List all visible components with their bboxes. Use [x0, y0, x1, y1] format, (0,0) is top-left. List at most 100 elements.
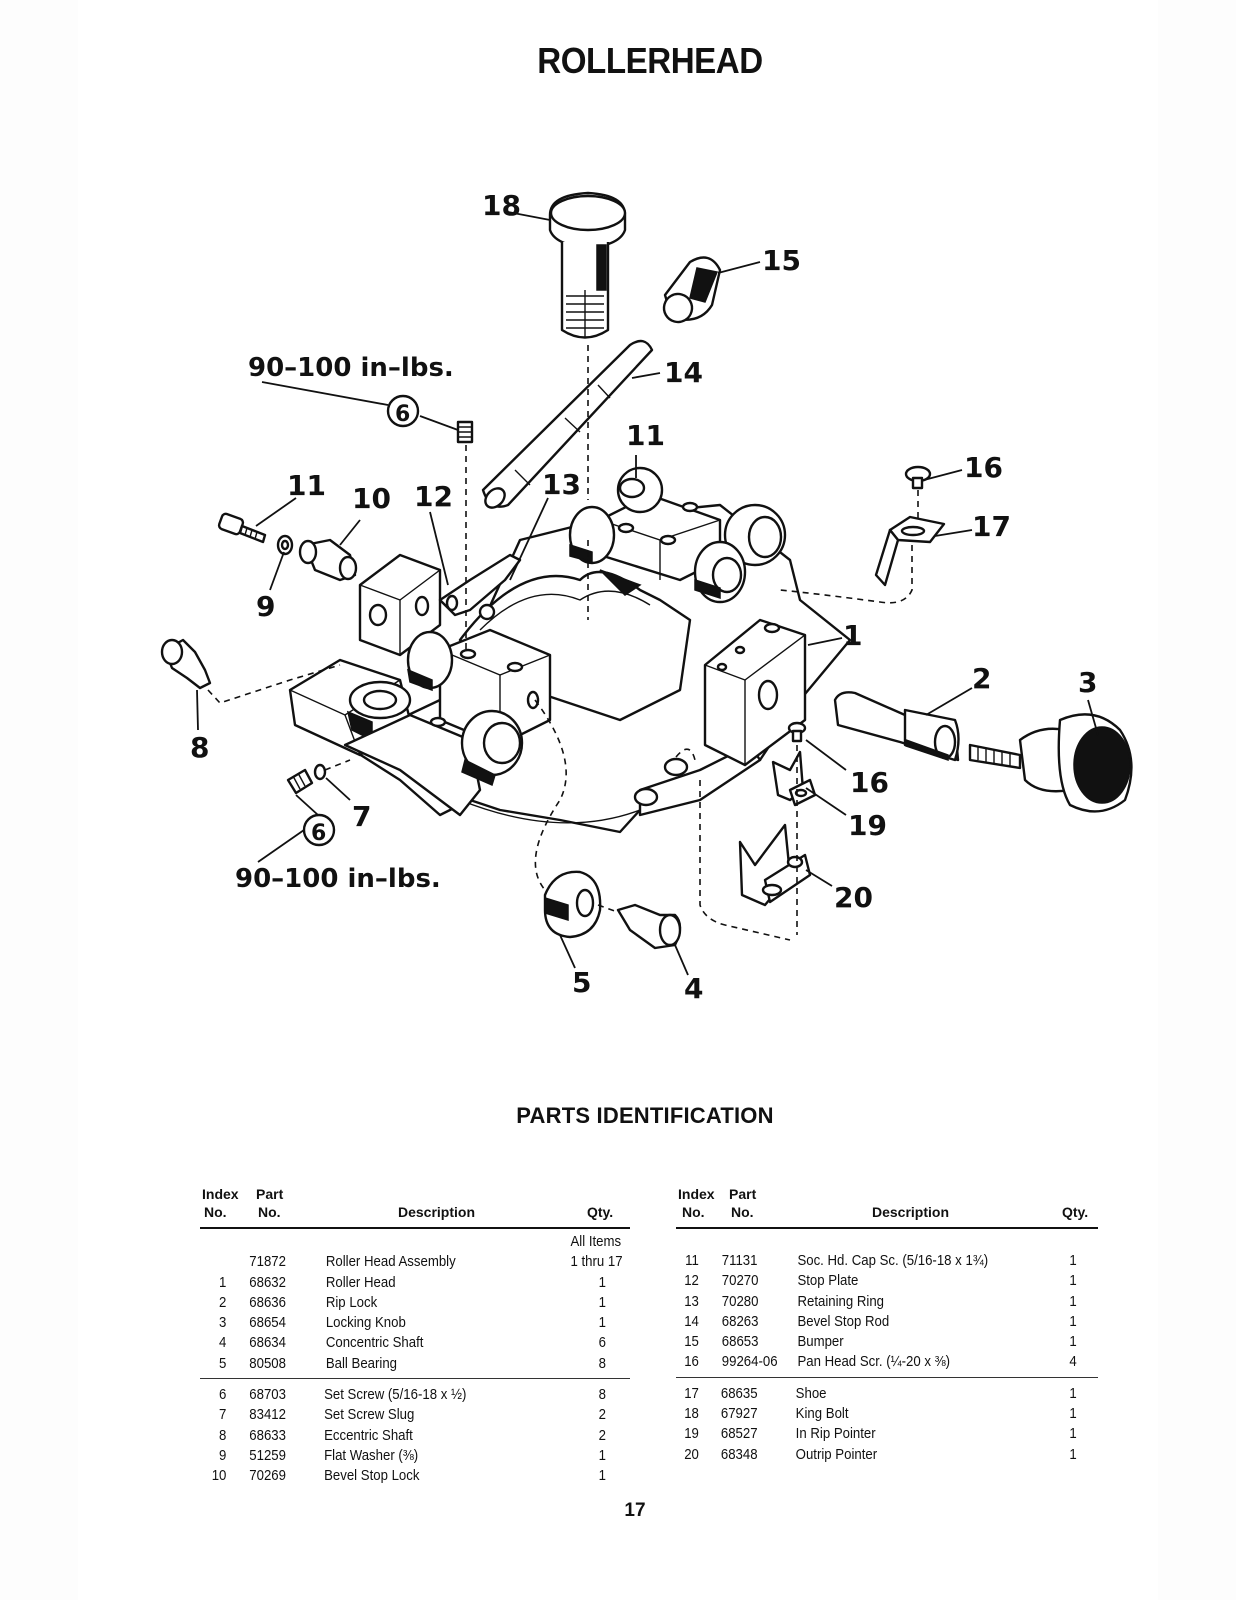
part-no: 68633 — [249, 1426, 286, 1444]
qty: 1 — [598, 1314, 606, 1332]
group-divider — [676, 1376, 1098, 1378]
part-no: 68263 — [721, 1312, 759, 1330]
qty: 1 thru 17 — [570, 1253, 623, 1271]
qty: 1 — [598, 1293, 606, 1311]
qty: 1 — [598, 1467, 606, 1485]
description: Eccentric Shaft — [324, 1426, 413, 1444]
callout-3: 3 — [1078, 666, 1097, 699]
description: Bevel Stop Lock — [324, 1467, 420, 1485]
qty: 1 — [1069, 1405, 1077, 1423]
shoe — [874, 515, 946, 587]
index-no: 1 — [219, 1273, 227, 1291]
callout-15: 15 — [762, 244, 801, 277]
callout-16-top: 16 — [964, 451, 1003, 484]
qty: 1 — [598, 1273, 606, 1291]
callout-12: 12 — [414, 480, 453, 513]
description: Locking Knob — [325, 1314, 406, 1332]
qty: 1 — [1069, 1252, 1077, 1269]
description: Soc. Hd. Cap Sc. (5/16-18 x 1¾) — [797, 1252, 989, 1269]
header-rule — [200, 1227, 630, 1229]
index-no: 16 — [684, 1353, 699, 1371]
description: Shoe — [795, 1384, 827, 1402]
table-row-assembly: 71872 Roller Head Assembly 1 thru 17 — [200, 1252, 622, 1272]
parts-table-left: Index No. Part No. Description Qty. All … — [200, 1183, 630, 1487]
callout-19: 19 — [848, 809, 887, 842]
pan-head-screw-lower — [787, 721, 807, 743]
callout-circle-6-bottom — [302, 813, 336, 847]
qty: 2 — [598, 1406, 606, 1424]
part-no: 70280 — [721, 1292, 759, 1310]
bevel-stop-lock — [298, 538, 358, 582]
description: Stop Plate — [797, 1272, 859, 1290]
description: Ball Bearing — [325, 1354, 398, 1372]
index-no: 20 — [684, 1445, 699, 1463]
index-no: 2 — [219, 1293, 227, 1311]
description: Outrip Pointer — [795, 1445, 878, 1463]
header-qty: Qty. — [587, 1204, 614, 1220]
qty: 1 — [1069, 1425, 1077, 1443]
qty: 1 — [1069, 1292, 1077, 1310]
part-no: 99264-06 — [721, 1353, 778, 1371]
description: King Bolt — [795, 1405, 849, 1423]
header-index-top: Index — [202, 1186, 239, 1202]
header-part-bottom: No. — [258, 1204, 281, 1220]
qty: 1 — [1069, 1312, 1077, 1330]
header-part-bottom: No. — [731, 1204, 754, 1220]
index-no: 14 — [684, 1312, 699, 1330]
description: Pan Head Scr. (¼-20 x ⅜) — [797, 1353, 951, 1371]
callout-18: 18 — [482, 189, 521, 222]
description: In Rip Pointer — [795, 1425, 876, 1443]
parts-identification-heading: PARTS IDENTIFICATION — [516, 1103, 774, 1128]
part-no: 68635 — [720, 1384, 758, 1402]
index-no: 8 — [219, 1426, 227, 1444]
part-no: 68634 — [249, 1334, 286, 1352]
in-rip-pointer — [771, 750, 817, 807]
header-part-top: Part — [256, 1186, 284, 1202]
callout-8: 8 — [190, 731, 209, 764]
callout-1: 1 — [843, 619, 862, 652]
socket-cap-screw-left — [217, 512, 267, 544]
index-no: 3 — [219, 1314, 227, 1332]
description: Bevel Stop Rod — [797, 1312, 890, 1330]
callout-17: 17 — [972, 510, 1011, 543]
bevel-stop-rod — [481, 339, 654, 509]
front-center-block — [406, 628, 552, 747]
page-number: 17 — [624, 1500, 646, 1521]
qty: 2 — [598, 1426, 606, 1444]
part-no: 67927 — [720, 1405, 758, 1423]
concentric-shaft — [616, 903, 682, 950]
part-no: 70269 — [249, 1467, 286, 1485]
index-no: 11 — [685, 1252, 699, 1269]
callout-11-left: 11 — [287, 469, 326, 502]
qty: 1 — [1069, 1445, 1077, 1463]
callout-circle-6-top — [386, 394, 420, 428]
index-no: 15 — [684, 1333, 699, 1351]
description: Set Screw (5/16-18 x ½) — [324, 1386, 467, 1404]
king-bolt — [548, 191, 627, 339]
index-no: 6 — [219, 1386, 227, 1404]
callout-11-top: 11 — [626, 419, 665, 452]
callout-5: 5 — [572, 966, 591, 999]
callout-6-top: 6 — [395, 402, 410, 427]
part-no: 68703 — [249, 1386, 286, 1404]
set-screw-bottom — [286, 768, 314, 795]
set-screw-slug — [313, 763, 327, 781]
index-no: 5 — [219, 1354, 227, 1372]
index-no: 12 — [684, 1272, 699, 1290]
part-no: 68527 — [720, 1425, 758, 1443]
part-no: 68654 — [249, 1314, 286, 1332]
front-bottom-roller-arm — [343, 709, 524, 817]
qty: 8 — [598, 1354, 606, 1372]
ball-bearing — [543, 870, 602, 939]
